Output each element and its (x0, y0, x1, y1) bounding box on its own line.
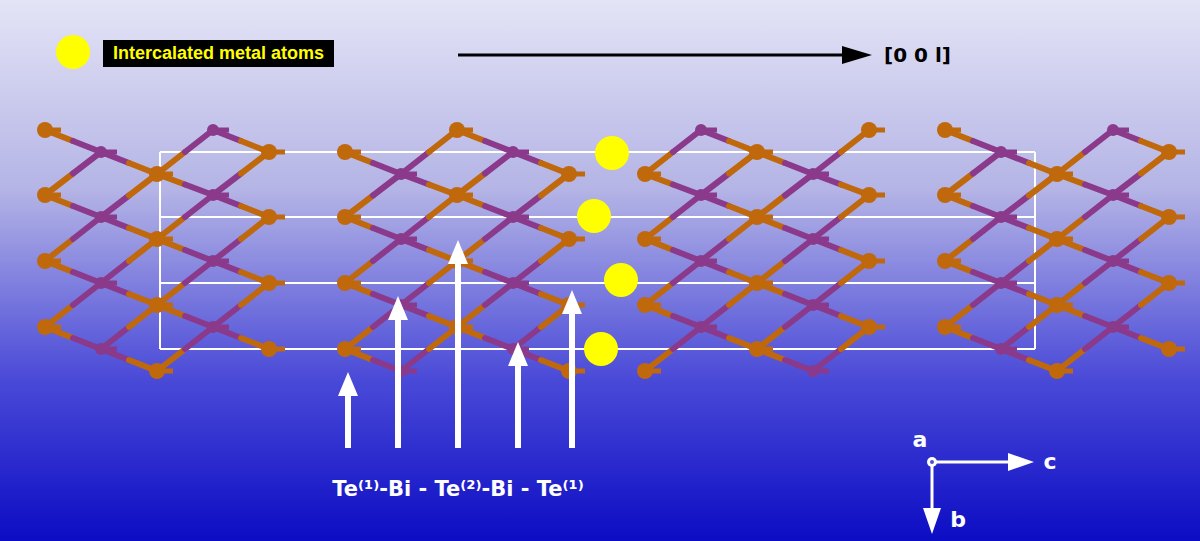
atom (337, 341, 353, 357)
atom (995, 343, 1007, 355)
atom (637, 363, 653, 379)
atom (695, 255, 707, 267)
atom (749, 275, 765, 291)
atom (807, 365, 819, 377)
atom (37, 319, 53, 335)
atom (507, 146, 519, 158)
atom (749, 341, 765, 357)
atom (1049, 231, 1065, 247)
atom (861, 319, 877, 335)
axis-label: a (913, 428, 928, 452)
layer-sequence: Te⁽¹⁾-Bi - Te⁽²⁾-Bi - Te⁽¹⁾ (332, 478, 584, 501)
atom (1161, 341, 1177, 357)
atom (337, 209, 353, 225)
atom (95, 343, 107, 355)
atom (37, 253, 53, 269)
atom (337, 275, 353, 291)
atom (995, 277, 1007, 289)
atom (37, 187, 53, 203)
atom (149, 297, 165, 313)
atom (1161, 275, 1177, 291)
atom (1049, 363, 1065, 379)
atom (995, 211, 1007, 223)
atom (207, 189, 219, 201)
legend-text: Intercalated metal atoms (113, 43, 324, 64)
atom (261, 275, 277, 291)
atom (507, 211, 519, 223)
atoms (37, 122, 1177, 379)
atom (149, 363, 165, 379)
atom (561, 166, 577, 182)
atom (1049, 166, 1065, 182)
atom (695, 321, 707, 333)
atom (695, 124, 707, 136)
atom (449, 187, 465, 203)
atom (637, 297, 653, 313)
atom (695, 189, 707, 201)
atom (807, 233, 819, 245)
axis-label: c (1043, 450, 1056, 474)
atom (149, 231, 165, 247)
atom (861, 187, 877, 203)
atom (95, 277, 107, 289)
atom (861, 122, 877, 138)
atom (937, 187, 953, 203)
atom (637, 231, 653, 247)
atom (337, 144, 353, 160)
axes (923, 453, 1034, 534)
direction-arrow (458, 46, 872, 64)
atom (937, 319, 953, 335)
atom (937, 122, 953, 138)
intercalated-atoms (577, 136, 638, 366)
atom (1107, 189, 1119, 201)
direction-label: [0 0 l] (884, 44, 951, 66)
atom (207, 255, 219, 267)
atom (807, 168, 819, 180)
atom (449, 122, 465, 138)
atom (95, 211, 107, 223)
atom (1161, 209, 1177, 225)
atom (507, 277, 519, 289)
atom (807, 299, 819, 311)
atom (995, 146, 1007, 158)
atom (261, 144, 277, 160)
atom (37, 122, 53, 138)
atom (207, 321, 219, 333)
atom (1049, 297, 1065, 313)
atom (395, 233, 407, 245)
atom (937, 253, 953, 269)
legend-box: Intercalated metal atoms (103, 40, 334, 67)
atom (637, 166, 653, 182)
atom (1107, 255, 1119, 267)
atom (1107, 321, 1119, 333)
unit-cell (160, 152, 1035, 349)
atom (749, 209, 765, 225)
atom (95, 146, 107, 158)
atom (749, 144, 765, 160)
atom (395, 168, 407, 180)
atom (561, 231, 577, 247)
atom (861, 253, 877, 269)
legend-swatch (56, 35, 90, 69)
atom (207, 124, 219, 136)
atom (261, 209, 277, 225)
atom-bonds (45, 130, 1185, 371)
axis-label: b (950, 508, 966, 532)
atom (1107, 124, 1119, 136)
atom (1161, 144, 1177, 160)
atom (261, 341, 277, 357)
atom (149, 166, 165, 182)
pointer-arrows (338, 240, 582, 448)
